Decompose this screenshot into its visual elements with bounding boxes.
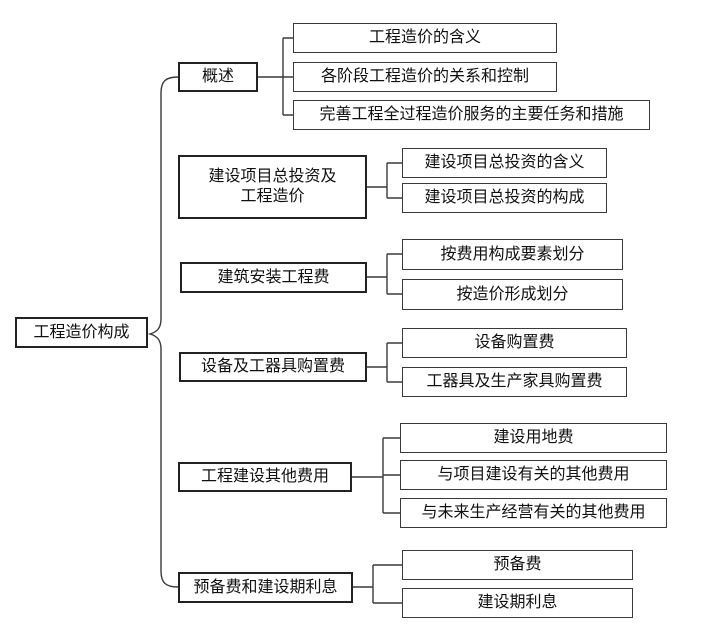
node-branch-total-investment-and-cost: 建设项目总投资及 工程造价 (178, 155, 367, 219)
node-leaf-by-cost-formation: 按造价形成划分 (402, 279, 623, 310)
node-leaf-construction-land-cost: 建设用地费 (400, 423, 667, 453)
node-leaf-meaning-of-project-cost: 工程造价的含义 (293, 23, 557, 53)
node-leaf-total-investment-meaning: 建设项目总投资的含义 (402, 148, 607, 178)
branch-other-costs-connector (352, 437, 400, 514)
branch-overview-connector (258, 37, 293, 116)
node-leaf-tools-furniture-purchase-cost: 工器具及生产家具购置费 (402, 367, 627, 397)
node-branch-overview: 概述 (178, 62, 258, 92)
node-leaf-other-costs-related-to-future-production: 与未来生产经营有关的其他费用 (400, 498, 667, 528)
node-leaf-total-investment-composition: 建设项目总投资的构成 (402, 183, 607, 213)
branch-equipment-cost-connector (367, 342, 402, 383)
node-branch-other-construction-costs: 工程建设其他费用 (178, 462, 352, 492)
node-branch-equipment-tools-purchase-cost: 设备及工器具购置费 (179, 352, 367, 382)
node-leaf-reserve-fund: 预备费 (402, 550, 633, 580)
node-leaf-relation-and-control-by-stage: 各阶段工程造价的关系和控制 (293, 62, 557, 92)
node-root-project-cost-composition: 工程造价构成 (15, 317, 148, 348)
node-branch-reserve-fund-and-interest: 预备费和建设期利息 (178, 572, 353, 603)
branch-installation-cost-connector (367, 253, 402, 295)
branch-reserve-interest-connector (353, 564, 402, 604)
root-brace-connector (147, 76, 179, 588)
node-leaf-other-costs-related-to-project: 与项目建设有关的其他费用 (400, 460, 667, 490)
branch-total-investment-connector (367, 162, 402, 199)
node-leaf-equipment-purchase-cost: 设备购置费 (402, 328, 627, 358)
node-branch-installation-cost: 建筑安装工程费 (180, 262, 367, 293)
node-leaf-by-cost-elements: 按费用构成要素划分 (402, 239, 623, 270)
node-leaf-construction-period-interest: 建设期利息 (402, 588, 633, 618)
node-leaf-whole-process-cost-service-tasks: 完善工程全过程造价服务的主要任务和措施 (293, 100, 650, 130)
